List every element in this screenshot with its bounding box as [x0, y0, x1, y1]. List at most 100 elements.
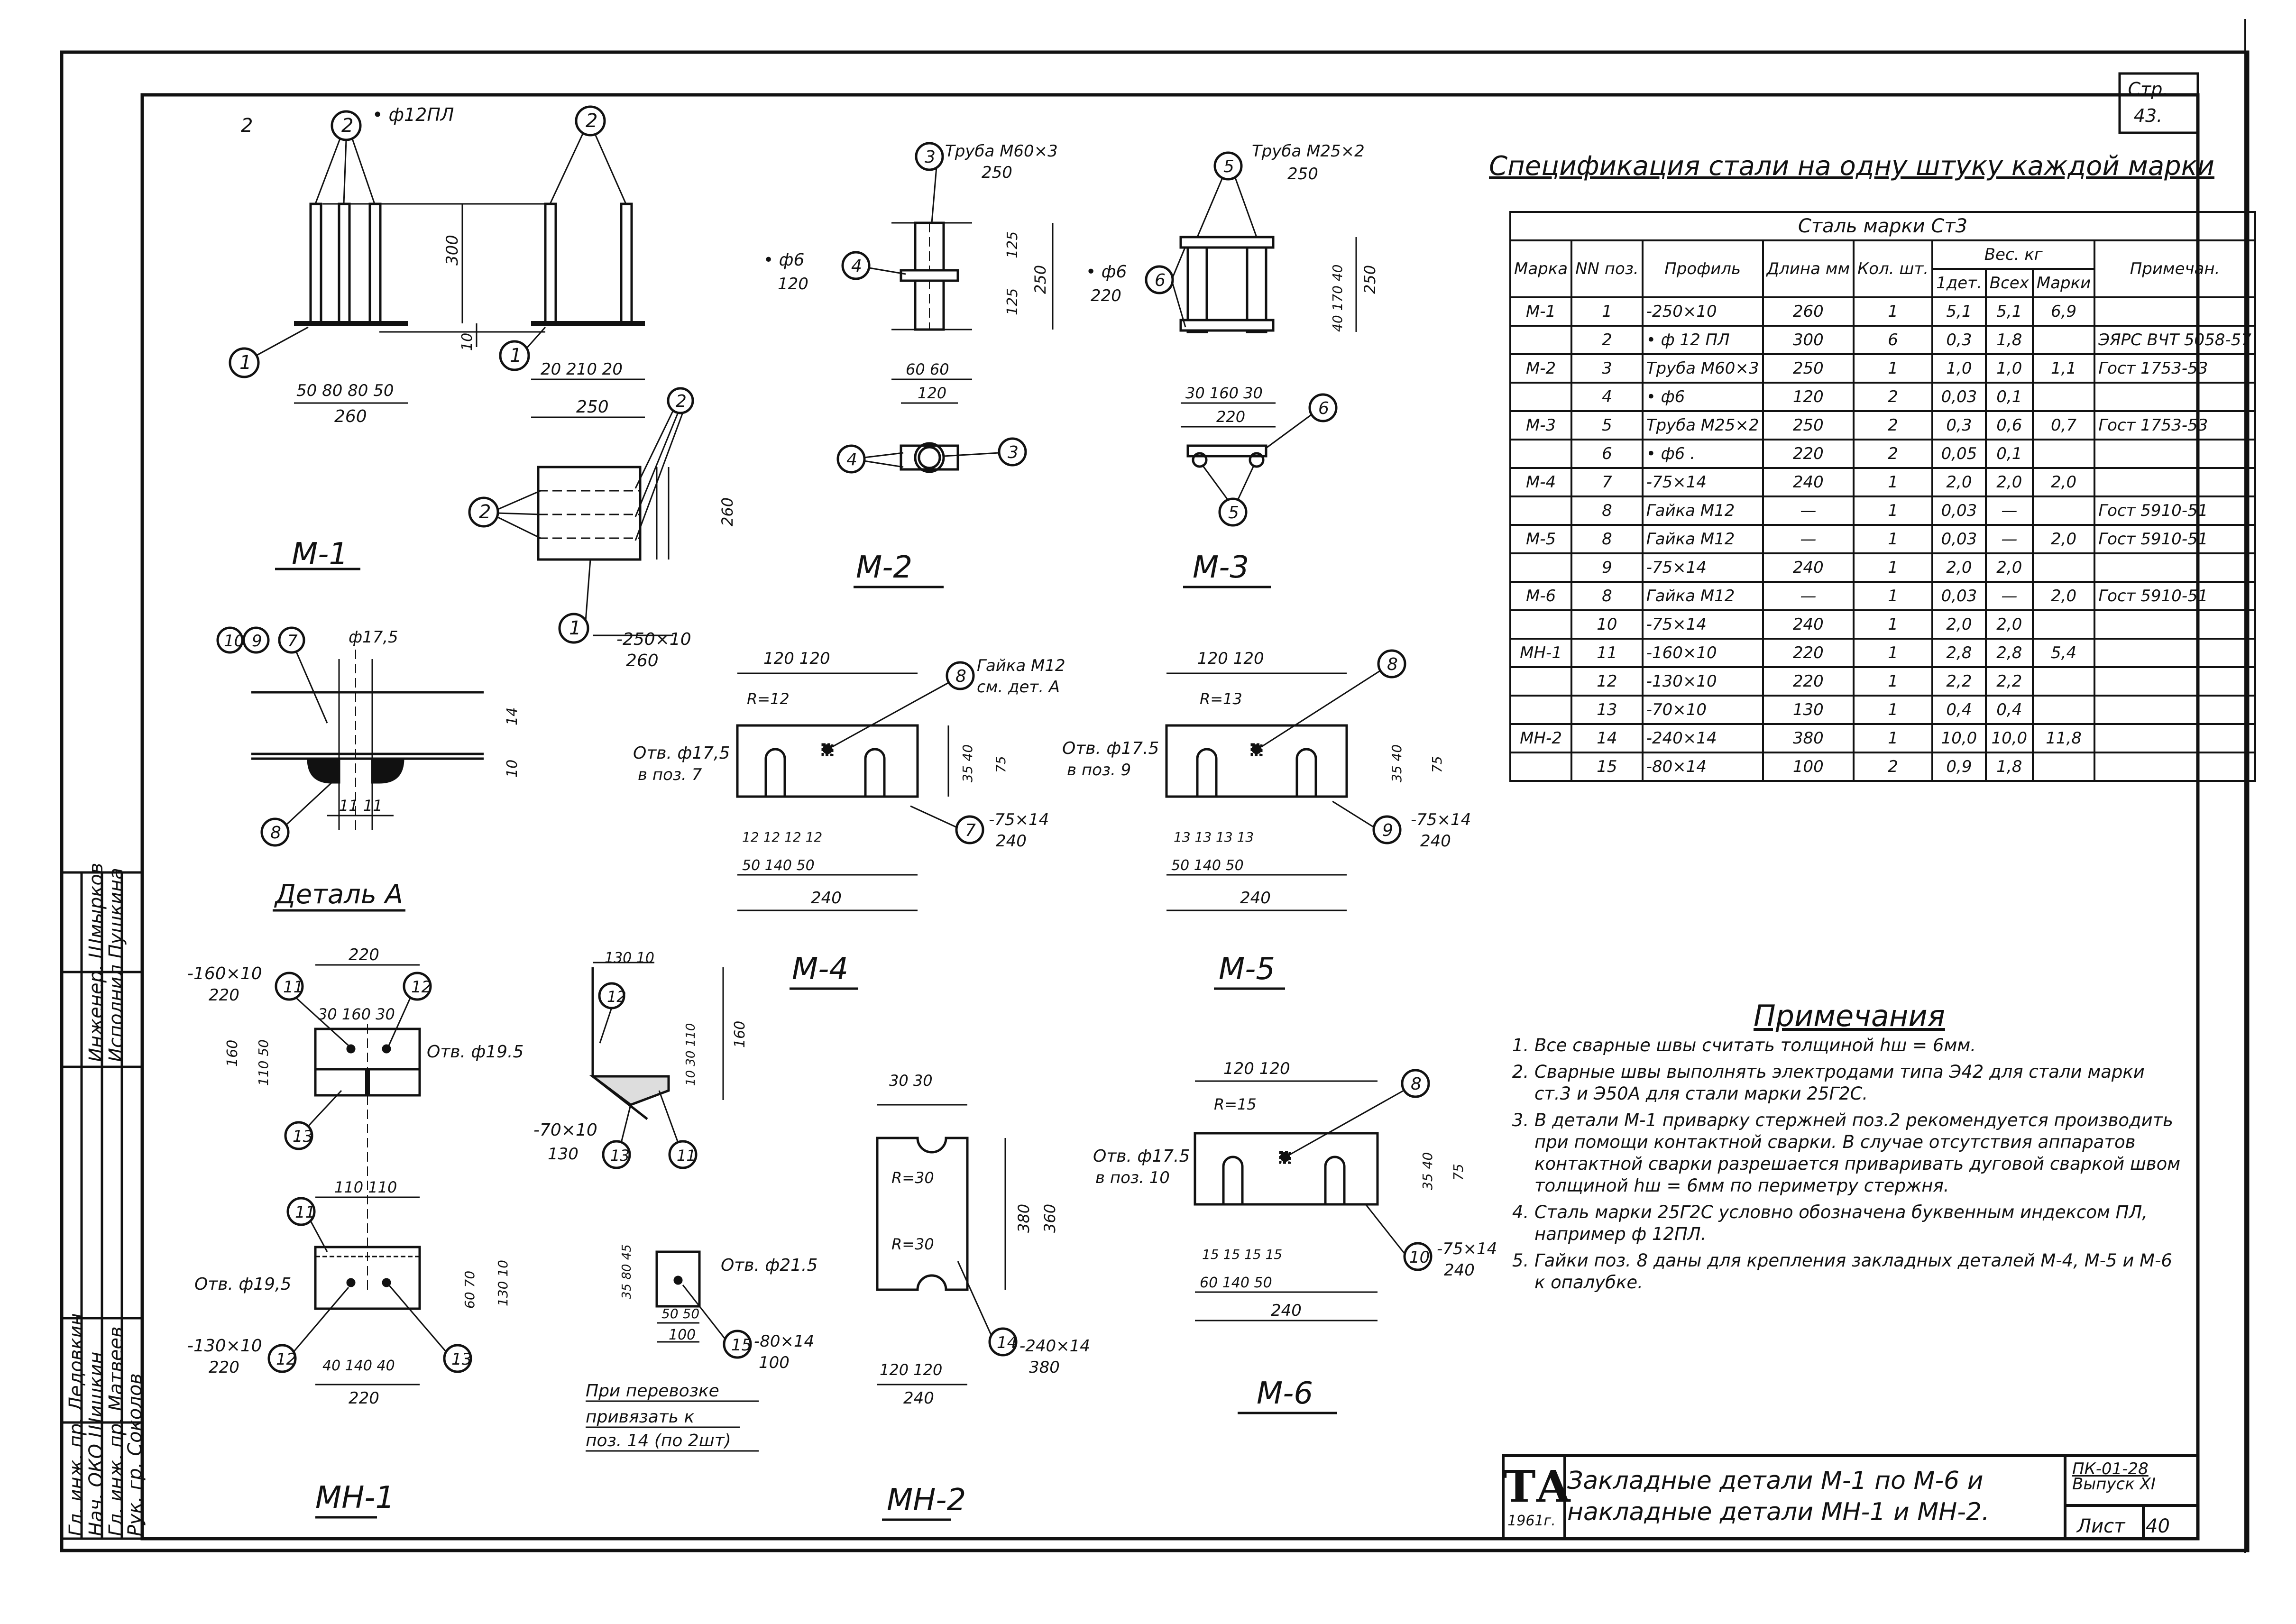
spec-cell-pos: 8 [1570, 581, 1644, 611]
spec-cell-w-det: 0,3 [1931, 410, 1987, 440]
mn1-dim-110-50: 110 50 [256, 1039, 271, 1086]
mn2-dim-r30a: R=30 [891, 1169, 934, 1187]
spec-cell-w-mark [2031, 752, 2096, 782]
spec-cell-w-all: 2,8 [1984, 638, 2034, 668]
spec-cell-profile: -80×14 [1641, 752, 1764, 782]
mn1-label: МН-1 [315, 1480, 395, 1515]
m5-dim-35-40: 35 40 [1389, 744, 1405, 782]
spec-cell-note: Гост 5910-51 [2094, 495, 2256, 526]
spec-cell-qty: 1 [1853, 552, 1934, 583]
page-label: Стр. [2128, 79, 2168, 100]
spec-cell-qty: 1 [1853, 524, 1934, 554]
m1-callout-2e: 2 [479, 501, 491, 523]
m1-plate-length: 260 [626, 651, 659, 670]
spec-cell-w-det: 1,0 [1931, 353, 1987, 384]
mn1-dim-40-140-40: 40 140 40 [322, 1358, 395, 1374]
spec-cell-w-det: 2,8 [1931, 638, 1987, 668]
spec-cell-w-det: 2,0 [1931, 609, 1987, 640]
spec-cell-w-mark [2031, 325, 2096, 355]
m4-dim-50-140-50: 50 140 50 [742, 857, 815, 874]
spec-cell-w-mark: 2,0 [2031, 581, 2096, 611]
m6-callout-10: 10 [1409, 1248, 1430, 1267]
mn2-dim-360: 360 [1041, 1204, 1059, 1233]
spec-cell-profile: Гайка М12 [1641, 495, 1764, 526]
angle-callout-11: 11 [677, 1147, 696, 1165]
spec-cell-mark [1509, 752, 1573, 782]
m2-dim-120: 120 [918, 384, 946, 402]
spec-cell-w-all: 1,8 [1984, 752, 2034, 782]
spec-cell-qty: 1 [1853, 638, 1934, 668]
spec-cell-length: 380 [1762, 723, 1855, 753]
m1-callout-2b: 2 [341, 115, 353, 137]
note-item: Сварные швы выполнять электродами типа Э… [1534, 1061, 2186, 1105]
spec-cell-w-mark: 2,0 [2031, 467, 2096, 497]
mn2-note-3: поз. 14 (по 2шт) [586, 1431, 731, 1450]
spec-cell-length: 220 [1762, 666, 1855, 697]
spec-cell-note [2094, 695, 2256, 725]
mn2-callout-14: 14 [997, 1333, 1017, 1352]
detail-a-drawing [216, 626, 484, 912]
mn1-p12-length: 220 [209, 1358, 239, 1377]
notes-title: Примечания [1754, 999, 1945, 1033]
mn1-dim-160: 160 [224, 1040, 241, 1067]
m2-callout-4b: 4 [846, 450, 857, 469]
spec-cell-note [2094, 382, 2256, 412]
spec-cell-length: 250 [1762, 353, 1855, 384]
m5-hole-label: Отв. ф17.5 [1062, 739, 1159, 758]
m4-nut-ref: см. дет. А [977, 678, 1060, 697]
m3-callout-6: 6 [1155, 271, 1166, 290]
m1-callout-1c: 1 [569, 617, 581, 639]
spec-cell-length: 300 [1762, 325, 1855, 355]
m5-dim-120-120: 120 120 [1197, 649, 1264, 668]
m1-label: М-1 [292, 537, 348, 572]
detail-a-callout-10: 10 [224, 632, 244, 651]
spec-cell-w-all: 2,0 [1984, 552, 2034, 583]
spec-cell-mark [1509, 695, 1573, 725]
spec-cell-length: 240 [1762, 609, 1855, 640]
page-value: 43. [2133, 105, 2163, 126]
mn1-angle-view [589, 962, 724, 1169]
spec-cell-w-det: 0,4 [1931, 695, 1987, 725]
detail-a-callout-7: 7 [287, 632, 298, 651]
m6-label: М-6 [1257, 1376, 1313, 1411]
m1-callout-2d: 2 [676, 392, 687, 411]
detail-a-callout-8: 8 [270, 823, 281, 843]
detail-a-dim-14: 14 [504, 707, 521, 725]
detail-a-dim-11-11: 11 11 [339, 797, 383, 815]
m6-dim-240: 240 [1271, 1301, 1302, 1320]
spec-cell-qty: 1 [1853, 467, 1934, 497]
spec-cell-w-all: — [1984, 495, 2034, 526]
angle-dim-160: 160 [732, 1021, 748, 1048]
mn1-dim-30-160-30: 30 160 30 [318, 1005, 395, 1023]
detail-a-diameter: ф17,5 [349, 628, 398, 647]
logo-year: 1961г. [1507, 1513, 1556, 1529]
mn2-dim-380: 380 [1015, 1204, 1033, 1233]
spec-cell-qty: 2 [1853, 439, 1934, 469]
spec-cell-length: — [1762, 581, 1855, 611]
spec-cell-w-mark [2031, 552, 2096, 583]
spec-cell-pos: 5 [1570, 410, 1644, 440]
mn2-callout-15: 15 [731, 1336, 752, 1355]
spec-cell-w-det: 2,0 [1931, 467, 1987, 497]
spec-cell-w-all: 0,1 [1984, 439, 2034, 469]
logo-mark: ТА [1503, 1461, 1571, 1512]
m1-dim-300: 300 [443, 235, 462, 266]
m3-callout-5b: 5 [1228, 503, 1239, 523]
spec-cell-profile: Гайка М12 [1641, 524, 1764, 554]
m5-hole-ref: в поз. 9 [1067, 761, 1131, 780]
m2-callout-3b: 3 [1008, 443, 1019, 462]
mn2-drawing [586, 1104, 1018, 1521]
m1-rod-label: • ф12ПЛ [372, 104, 454, 125]
mn1-p11-label: -160×10 [187, 964, 262, 983]
spec-cell-qty: 1 [1853, 609, 1934, 640]
m4-dim-r12: R=12 [747, 690, 790, 708]
m4-dim-12s: 12 12 12 12 [742, 829, 822, 845]
spec-cell-w-all: 0,4 [1984, 695, 2034, 725]
spec-cell-w-all: 2,2 [1984, 666, 2034, 697]
spec-cell-note: ЭЯРС ВЧТ 5058-57 [2094, 325, 2256, 355]
mn2-dim-50-50: 50 50 [661, 1306, 699, 1321]
